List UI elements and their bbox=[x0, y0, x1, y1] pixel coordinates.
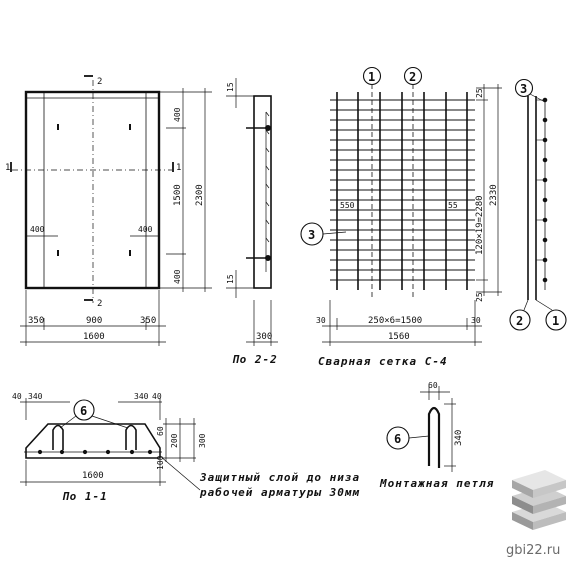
s11-dim-1600: 1600 bbox=[82, 471, 104, 481]
section-2-2-outline bbox=[253, 95, 272, 289]
mesh-dim-2330: 2330 bbox=[489, 184, 499, 206]
caption-mesh-c4: Сварная сетка С-4 bbox=[318, 355, 448, 368]
side-callout-2: 2 bbox=[509, 299, 531, 331]
dim-bottom-900: 900 bbox=[86, 316, 102, 326]
mesh-callout-1: 1 bbox=[362, 66, 382, 86]
section-mark-1-right: 1 bbox=[176, 163, 181, 173]
mesh-callout-2-label: 2 bbox=[409, 70, 416, 84]
s11-dim-60: 60 bbox=[156, 426, 165, 436]
side-callout-3: 3 bbox=[514, 78, 546, 103]
dim-bottom-350-right: 350 bbox=[140, 316, 156, 326]
plate-outline bbox=[24, 90, 161, 290]
dim-section22-top-15: 15 bbox=[226, 82, 235, 92]
caption-section-2-2: По 2-2 bbox=[232, 353, 278, 366]
mesh-dim-55: 55 bbox=[448, 201, 458, 210]
loop-callout-6-label: 6 bbox=[394, 432, 401, 446]
section-mark-2-top: 2 bbox=[97, 77, 102, 87]
mesh-dim-120x19: 120×19=2280 bbox=[475, 195, 485, 255]
mesh-side-view: 3 2 1 bbox=[509, 78, 567, 331]
dim-right-400: 400 bbox=[138, 225, 153, 234]
mesh-dim-left-30: 30 bbox=[316, 316, 326, 325]
protective-layer-note-line2: рабочей арматуры 30мм bbox=[199, 486, 360, 499]
section-mark-1-left: 1 bbox=[5, 163, 10, 173]
mesh-transverse-bars bbox=[330, 99, 475, 281]
side-callout-3-label: 3 bbox=[520, 82, 527, 96]
watermark-logo-icon bbox=[512, 470, 566, 530]
s11-dim-40-left: 40 bbox=[12, 392, 22, 401]
section-1-1: 40 340 340 40 6 60 200 300 100 1600 По 1… bbox=[12, 392, 360, 503]
dim-section22-bottom-15: 15 bbox=[226, 274, 235, 284]
dim-lower-400: 400 bbox=[173, 269, 182, 284]
dim-bottom-350-left: 350 bbox=[28, 316, 44, 326]
s11-callout-6: 6 bbox=[59, 399, 129, 429]
mesh-callout-1-label: 1 bbox=[368, 70, 375, 84]
dim-total-1600: 1600 bbox=[83, 332, 105, 342]
dim-2300: 2300 bbox=[195, 184, 205, 206]
side-callout-1: 1 bbox=[535, 299, 567, 331]
s11-callout-6-label: 6 bbox=[80, 404, 87, 418]
section-mark-2-bottom: 2 bbox=[97, 299, 102, 309]
dim-1500: 1500 bbox=[173, 184, 183, 206]
mesh-callout-3-label: 3 bbox=[308, 228, 315, 242]
mesh-dim-250x6: 250×6=1500 bbox=[368, 316, 422, 326]
mesh-dim-1560: 1560 bbox=[388, 332, 410, 342]
mounting-loop: 60 340 6 Монтажная петля bbox=[379, 381, 494, 490]
s11-dim-340-right: 340 bbox=[134, 392, 149, 401]
dim-top-400: 400 bbox=[173, 107, 182, 122]
section-1-1-loop-left bbox=[52, 424, 64, 450]
s11-dim-200: 200 bbox=[170, 433, 179, 448]
mesh-callout-2: 2 bbox=[403, 66, 423, 86]
mesh-longitudinal-bars bbox=[336, 92, 468, 290]
watermark: gbi22.ru bbox=[506, 470, 566, 558]
side-callout-2-label: 2 bbox=[516, 314, 523, 328]
dim-left-400: 400 bbox=[30, 225, 45, 234]
mesh-dim-bottom-25: 25 bbox=[475, 292, 484, 302]
section-1-1-profile bbox=[25, 423, 161, 459]
mesh-dim-550: 550 bbox=[340, 201, 355, 210]
section-2-2: 15 15 300 По 2-2 bbox=[226, 78, 278, 366]
caption-section-1-1: По 1-1 bbox=[62, 490, 108, 503]
mesh-dim-right-30: 30 bbox=[471, 316, 481, 325]
caption-mounting-loop: Монтажная петля bbox=[379, 477, 494, 490]
mesh-dim-top-25: 25 bbox=[475, 88, 484, 98]
plan-view: 2 2 1 1 400 400 350 900 350 1600 400 150… bbox=[5, 75, 212, 346]
loop-dim-340: 340 bbox=[454, 430, 464, 446]
section-1-1-loop-right bbox=[125, 424, 137, 450]
s11-dim-300: 300 bbox=[198, 433, 207, 448]
mesh-callout-3: 3 bbox=[300, 222, 347, 246]
s11-dim-100: 100 bbox=[156, 455, 165, 470]
dim-section22-width-300: 300 bbox=[256, 332, 272, 342]
watermark-site: gbi22.ru bbox=[506, 543, 560, 558]
loop-dim-60: 60 bbox=[428, 381, 438, 390]
loop-callout-6: 6 bbox=[386, 426, 430, 450]
s11-dim-40-right: 40 bbox=[152, 392, 162, 401]
mesh-c4: 1 2 3 550 55 25 25 120×19=2280 2330 30 2… bbox=[300, 66, 502, 368]
s11-dim-340-left: 340 bbox=[28, 392, 43, 401]
side-callout-1-label: 1 bbox=[552, 314, 559, 328]
protective-layer-note-line1: Защитный слой до низа bbox=[199, 471, 360, 484]
mounting-loop-shape bbox=[427, 406, 441, 468]
